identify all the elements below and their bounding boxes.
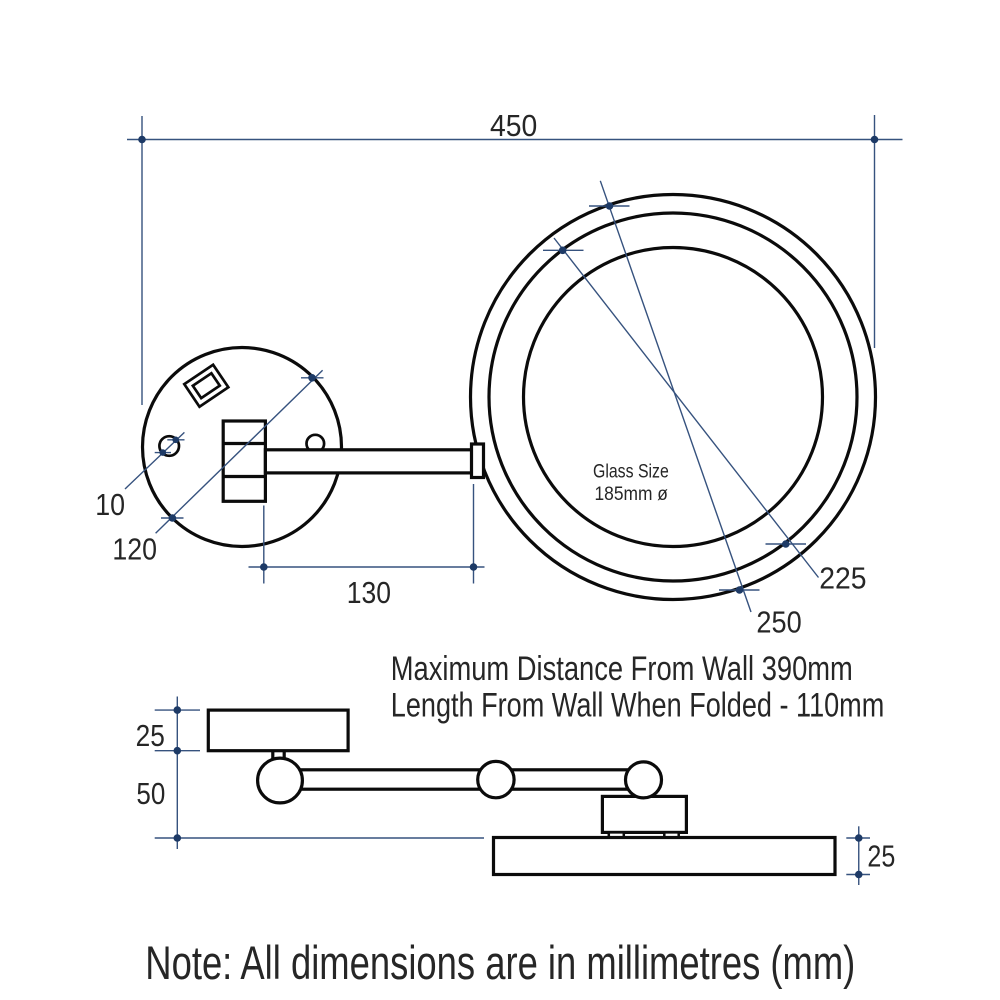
svg-text:25: 25 [136, 718, 165, 753]
svg-text:10: 10 [95, 487, 125, 522]
svg-text:250: 250 [756, 604, 801, 639]
svg-text:185mm ø: 185mm ø [595, 484, 669, 505]
svg-text:Maximum Distance From Wall 390: Maximum Distance From Wall 390mm [391, 650, 853, 688]
svg-text:50: 50 [136, 776, 165, 811]
svg-text:Length From Wall When Folded -: Length From Wall When Folded - 110mm [391, 687, 885, 725]
svg-text:120: 120 [112, 532, 157, 567]
svg-text:225: 225 [819, 561, 866, 596]
svg-text:Glass Size: Glass Size [593, 462, 669, 483]
svg-text:25: 25 [867, 838, 895, 873]
svg-text:450: 450 [490, 108, 537, 143]
svg-text:130: 130 [347, 575, 391, 610]
svg-text:Note: All dimensions are in mi: Note: All dimensions are in millimetres … [145, 936, 855, 989]
